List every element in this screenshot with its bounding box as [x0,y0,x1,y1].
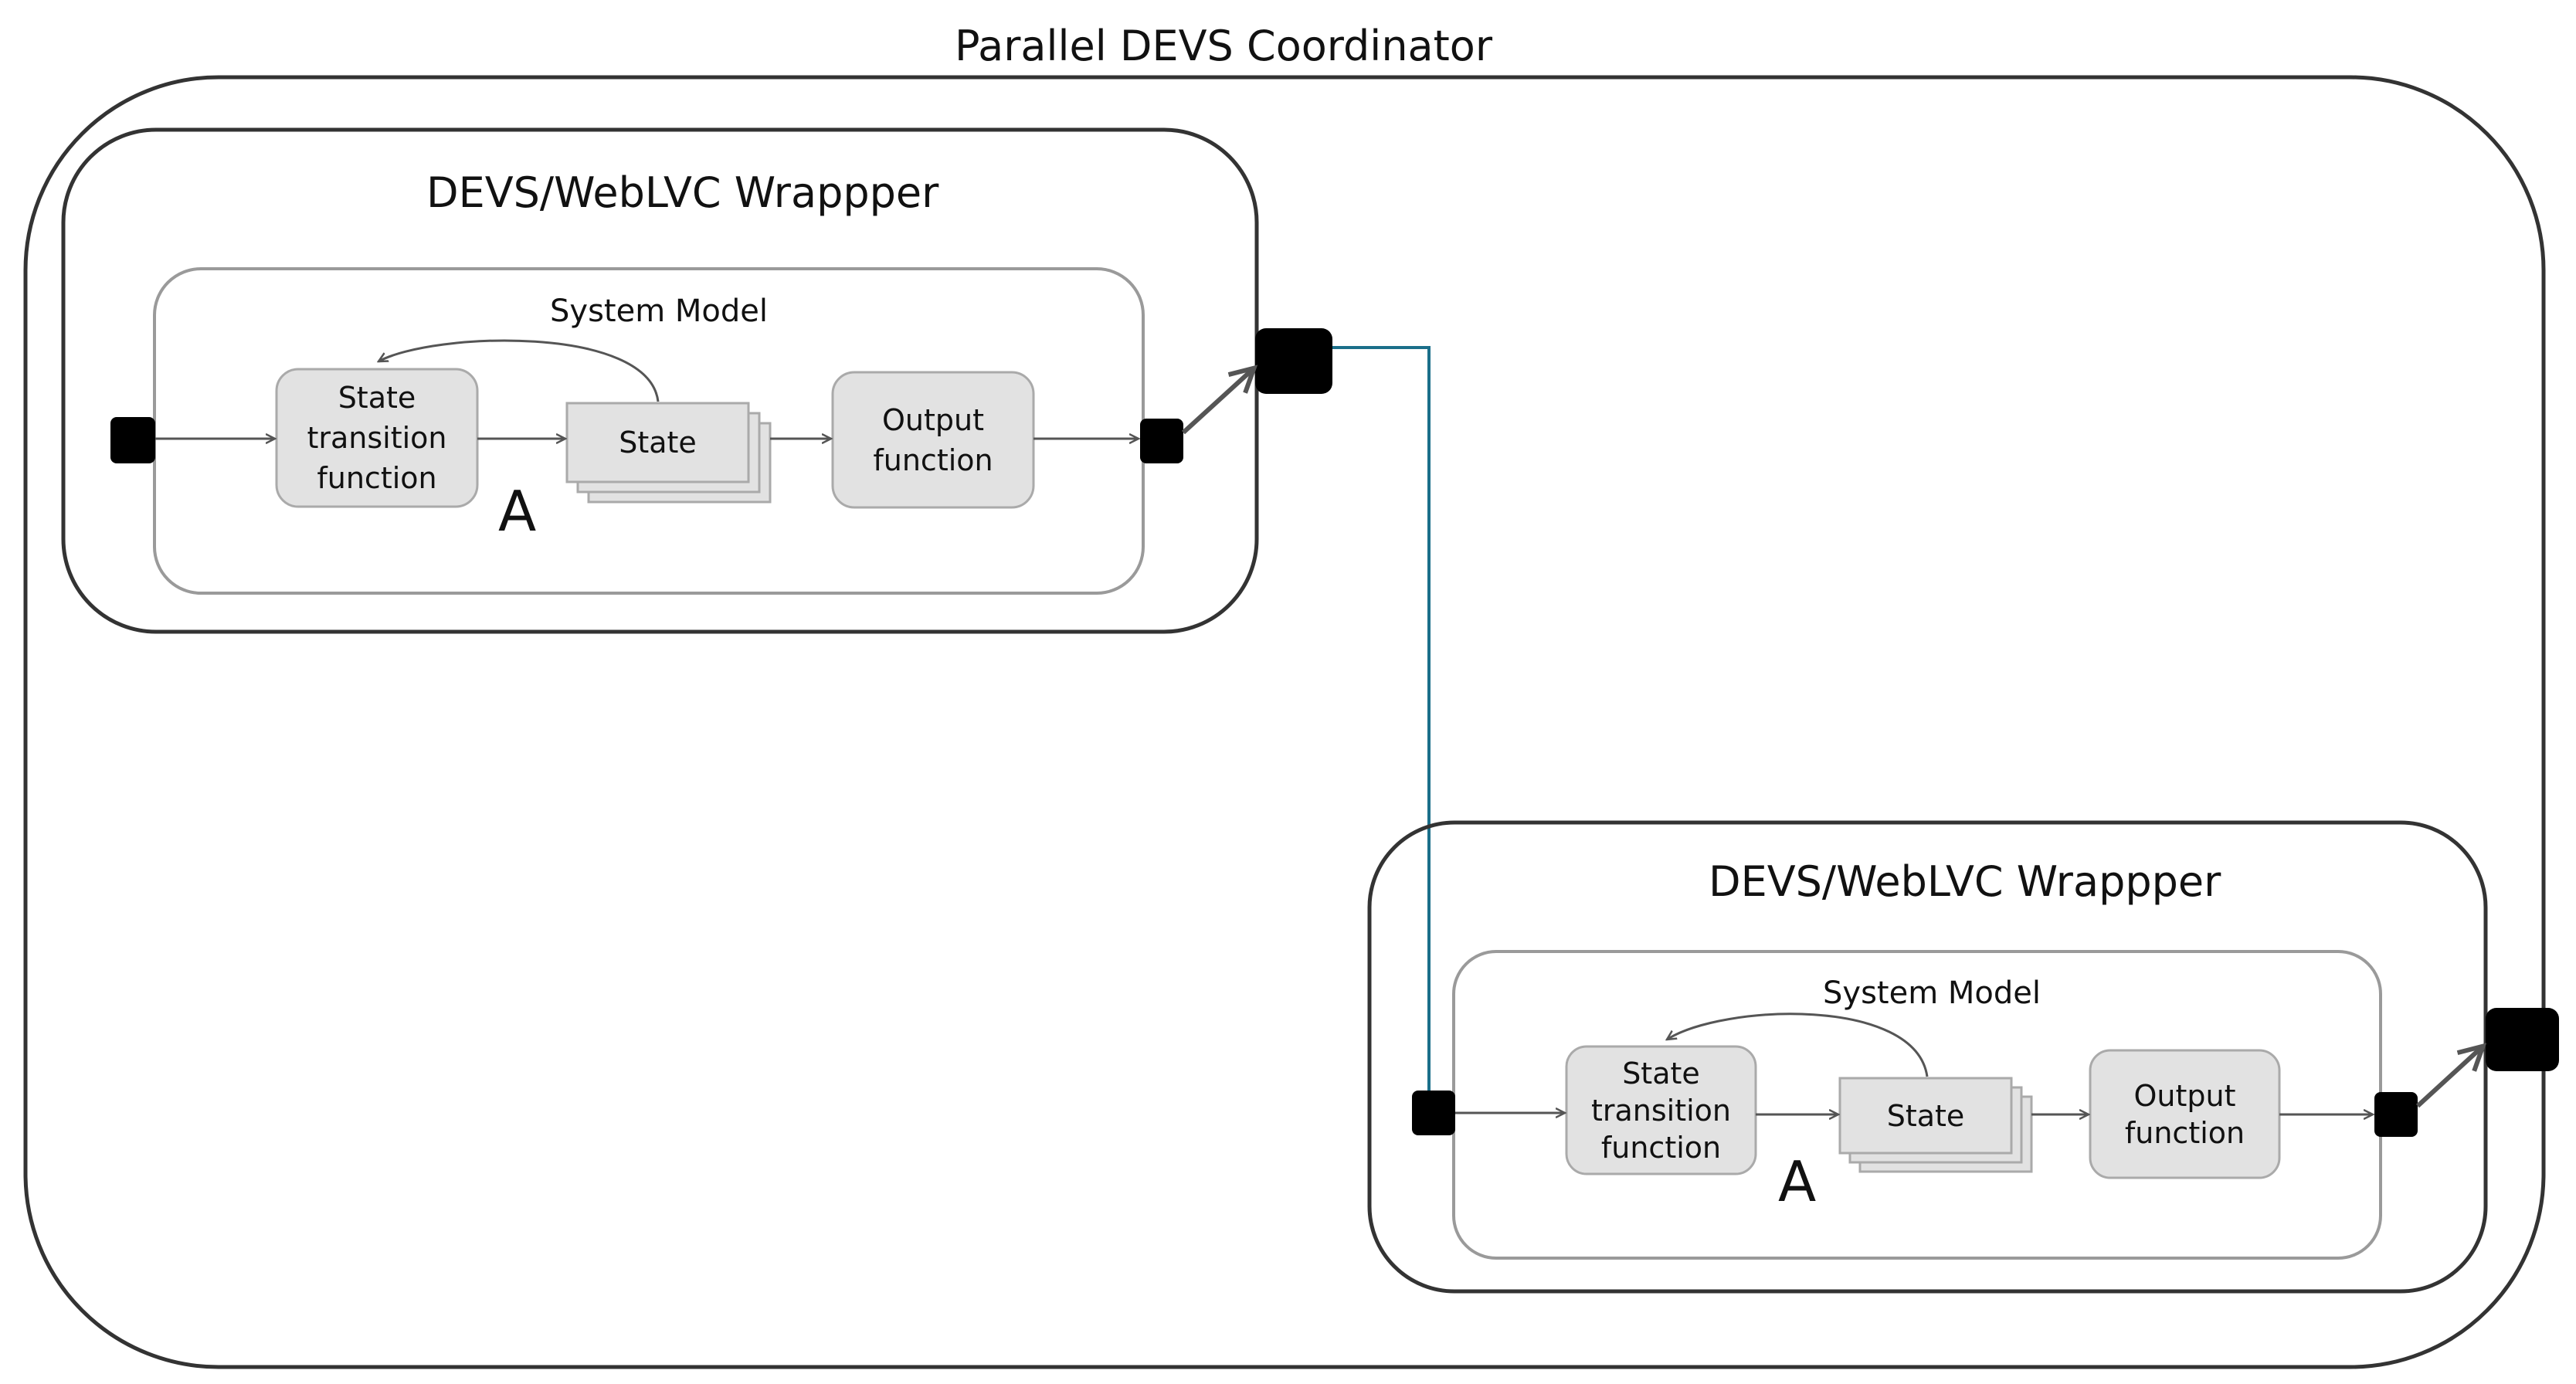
state-box-1 [565,402,750,483]
system-model-2-title: System Model [1823,975,2041,1011]
arrow-port-to-wrapper-out-2 [2415,1043,2487,1108]
system-model-2-output-port [2374,1092,2418,1137]
state-transition-label-2: State transition function [1590,1056,1732,1165]
state-box-2 [1838,1077,2013,1155]
wrapper-1-input-port [110,417,155,463]
wrapper-2-output-port [2486,1008,2559,1071]
feedback-arc-2 [1667,1013,1929,1077]
state-transition-label-1: State transition function [307,381,447,495]
feedback-arc-1 [378,339,660,402]
state-transition-box-2 [1565,1045,1757,1175]
state-label-1: State [619,426,697,460]
state-label-2: State [1886,1098,1965,1133]
output-function-label-1: Output function [873,402,993,477]
coordinator-title: Parallel DEVS Coordinator [955,22,1493,70]
coordinator-boundary [23,75,2546,1369]
coupling-line [1332,346,1429,1101]
wrapper-1-title: DEVS/WebLVC Wrappper [426,168,939,217]
output-function-label-2: Output function [2124,1078,2245,1150]
wrapper-1-output-port [1255,328,1332,394]
wrapper-2-input-port [1412,1091,1455,1135]
arrow-port-to-wrapper-out-1 [1181,365,1258,435]
wrapper-2-title: DEVS/WebLVC Wrappper [1709,857,2221,906]
marker-a-1: A [498,479,537,544]
system-model-1-title: System Model [550,293,768,329]
system-model-1-output-port [1140,419,1183,463]
marker-a-2: A [1778,1149,1817,1214]
